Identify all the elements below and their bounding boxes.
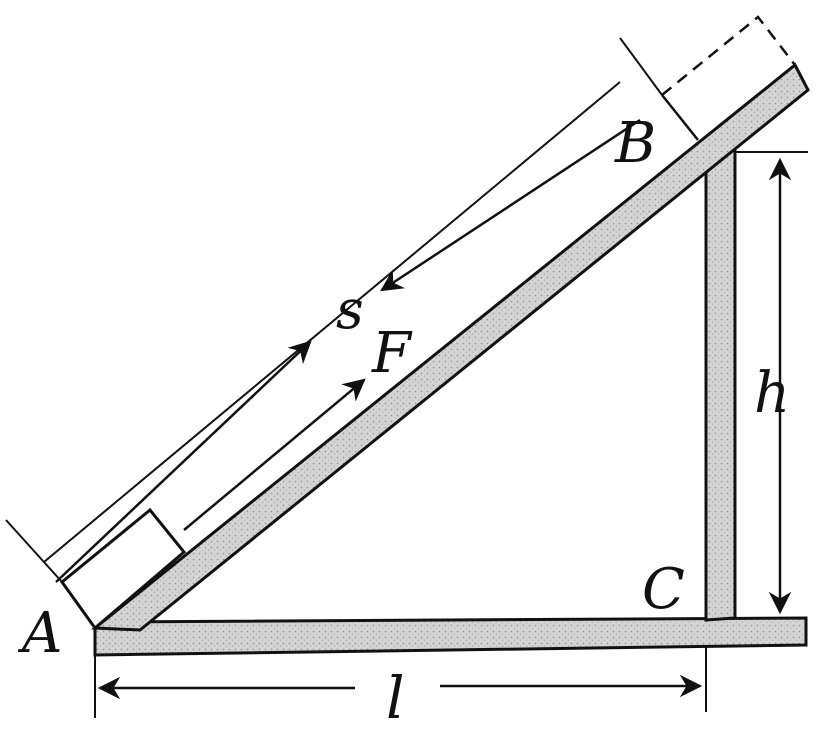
distance-line-lower <box>55 340 312 583</box>
label-point-a: A <box>17 601 62 666</box>
vertical-post <box>704 148 737 622</box>
label-force: F <box>371 321 413 386</box>
label-height: h <box>754 361 790 426</box>
label-distance: s <box>336 278 364 341</box>
distance-line-upper <box>43 81 621 563</box>
block-dashed <box>661 15 796 96</box>
extension-line-b <box>619 37 663 96</box>
extension-line-a <box>5 519 63 583</box>
label-point-c: C <box>642 557 685 622</box>
force-arrow <box>183 378 366 531</box>
block-solid <box>59 507 187 631</box>
inclined-plank <box>90 62 810 632</box>
label-length: l <box>386 664 405 732</box>
ground-beam <box>93 616 808 657</box>
distance-arrow-down <box>380 118 641 292</box>
label-point-b: B <box>614 111 656 176</box>
block-top-side <box>661 94 699 141</box>
